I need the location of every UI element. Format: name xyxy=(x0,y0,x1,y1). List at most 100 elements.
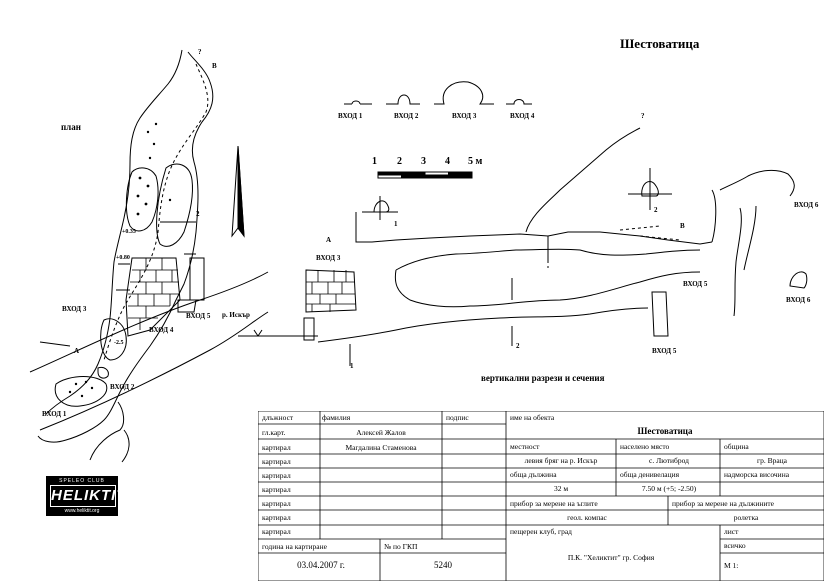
profile-entrance4 xyxy=(506,99,532,105)
tb-length: 32 м xyxy=(553,484,569,493)
plan-point-b: В xyxy=(212,62,217,70)
profile-entrance2-label: ВХОД 2 xyxy=(394,112,419,120)
tb-row-role: картирал xyxy=(262,457,291,466)
section-question: ? xyxy=(641,112,645,120)
section-1-ent xyxy=(362,196,398,220)
logo-url: www.heliktit.org xyxy=(64,508,100,514)
tb-header-denivelation: обща денивелация xyxy=(620,470,680,479)
scale-bar xyxy=(377,171,473,179)
plan-entrance1 xyxy=(54,376,108,407)
tb-row-role: картирал xyxy=(262,443,291,452)
logo-top-text: SPELEO CLUB xyxy=(59,478,105,484)
tb-header-all: всичко xyxy=(724,541,746,550)
tb-lengths: ролетка xyxy=(733,513,759,522)
tb-header-position: длъжност xyxy=(262,413,294,422)
scale-tick-4: 4 xyxy=(445,156,450,167)
plan-lower-rock xyxy=(89,401,130,463)
tb-header-locality: местност xyxy=(510,442,540,451)
tb-header-length: обща дължина xyxy=(510,470,557,479)
section-2-top-label: 2 xyxy=(654,206,658,214)
tb-header-signature: подпис xyxy=(446,413,469,422)
section-lower xyxy=(317,269,701,343)
section-ent5 xyxy=(651,291,669,337)
section-entrance3-label: ВХОД 3 xyxy=(316,254,341,262)
plan-entrance3-label: ВХОД 3 xyxy=(62,305,87,313)
section-ceiling xyxy=(525,127,641,233)
plan-depth-3: -2.5 xyxy=(114,340,124,346)
plan-chamber-2 xyxy=(156,163,193,247)
plan-point-a: А xyxy=(74,347,80,355)
tb-gkp: 5240 xyxy=(434,560,452,570)
tb-header-municipality: община xyxy=(724,442,749,451)
profile-entrance1 xyxy=(344,100,372,105)
section-entrance6-label: ВХОД 6 xyxy=(794,201,819,209)
section-point-a: А xyxy=(326,236,332,244)
profile-entrance2 xyxy=(386,94,420,105)
tb-settlement: с. Лютиброд xyxy=(649,456,689,465)
plan-small-features xyxy=(116,253,196,291)
scale-tick-1: 1 xyxy=(372,156,377,167)
plan-entrance4-label: ВХОД 4 xyxy=(149,326,174,334)
section-right xyxy=(711,169,795,317)
tb-row-name: Алексей Жалов xyxy=(356,428,406,437)
plan-river-bank-2 xyxy=(39,311,269,431)
scale-tick-5: 5 м xyxy=(468,156,483,167)
section-ent6 xyxy=(789,271,808,289)
tb-object: Шестоватица xyxy=(637,426,693,436)
plan-dashed-axis xyxy=(103,63,209,361)
tb-row-role: картирал xyxy=(262,527,291,536)
plan-depth-1: +0.35 xyxy=(122,229,136,235)
plan-entrance3 xyxy=(100,318,127,361)
plan-chamber xyxy=(125,167,159,232)
tb-header-altitude: надморска височина xyxy=(724,470,790,479)
vertical-sections-label: вертикални разрези и сечения xyxy=(481,373,605,383)
scale-tick-3: 3 xyxy=(421,156,426,167)
plan-entrance2 xyxy=(97,367,109,379)
tb-header-settlement: населено място xyxy=(620,442,670,451)
river-level xyxy=(238,329,318,337)
section-1-bottom-label: 1 xyxy=(350,362,354,370)
tb-row-role: гл.карт. xyxy=(262,428,286,437)
plan-question: ? xyxy=(198,48,202,56)
tb-angle: геол. компас xyxy=(567,513,607,522)
section-ent3-base xyxy=(303,317,315,341)
section-2-ent xyxy=(628,168,672,210)
section-entrance5-label-2: ВХОД 5 xyxy=(652,347,677,355)
section-1-top-label: 1 xyxy=(394,220,398,228)
plan-label: план xyxy=(61,122,81,132)
section-entrance6-label-2: ВХОД 6 xyxy=(786,296,811,304)
plan-entrance1-label: ВХОД 1 xyxy=(42,410,67,418)
tb-header-club: пещерен клуб, град xyxy=(510,527,572,536)
plan-brick-zone xyxy=(125,257,181,337)
tb-row-role: картирал xyxy=(262,513,291,522)
tb-header-scale: М 1: xyxy=(724,561,739,570)
tb-header-sheet: лист xyxy=(724,527,739,536)
profile-entrance1-label: ВХОД 1 xyxy=(338,112,363,120)
profile-entrance3-label: ВХОД 3 xyxy=(452,112,477,120)
tb-row-role: картирал xyxy=(262,471,291,480)
plan-section-2-label: 2 xyxy=(196,210,200,218)
section-entrance5-label: ВХОД 5 xyxy=(683,280,708,288)
plan-entrance2-label: ВХОД 2 xyxy=(110,383,135,391)
tb-header-gkp: № по ГКП xyxy=(384,542,418,551)
plan-passage-outline xyxy=(37,51,214,443)
section-floor xyxy=(395,248,701,271)
tb-row-role: картирал xyxy=(262,485,291,494)
logo-name: HELIKTIT xyxy=(50,485,126,507)
map-title: Шестоватица xyxy=(620,36,700,51)
section-point-b: В xyxy=(680,222,685,230)
tb-club: П.К. "Хеликтит" гр. София xyxy=(567,553,655,562)
club-logo: SPELEO CLUB HELIKTIT www.heliktit.org xyxy=(46,476,126,516)
plan-river-bank xyxy=(29,271,269,373)
tb-municipality: гр. Враца xyxy=(757,456,787,465)
tb-header-lengths: прибор за мерене на дължините xyxy=(672,499,774,508)
tb-header-date: година на картиране xyxy=(262,542,327,551)
plan-side-blocks xyxy=(177,257,205,313)
tb-header-object: име на обекта xyxy=(510,413,555,422)
plan-entrance5-label: ВХОД 5 xyxy=(186,312,211,320)
tb-date: 03.04.2007 г. xyxy=(297,560,345,570)
scale-tick-2: 2 xyxy=(397,156,402,167)
title-block-grid xyxy=(258,411,824,581)
plan-depth-2: +0.80 xyxy=(116,255,130,261)
river-label: р. Искър xyxy=(222,311,250,319)
